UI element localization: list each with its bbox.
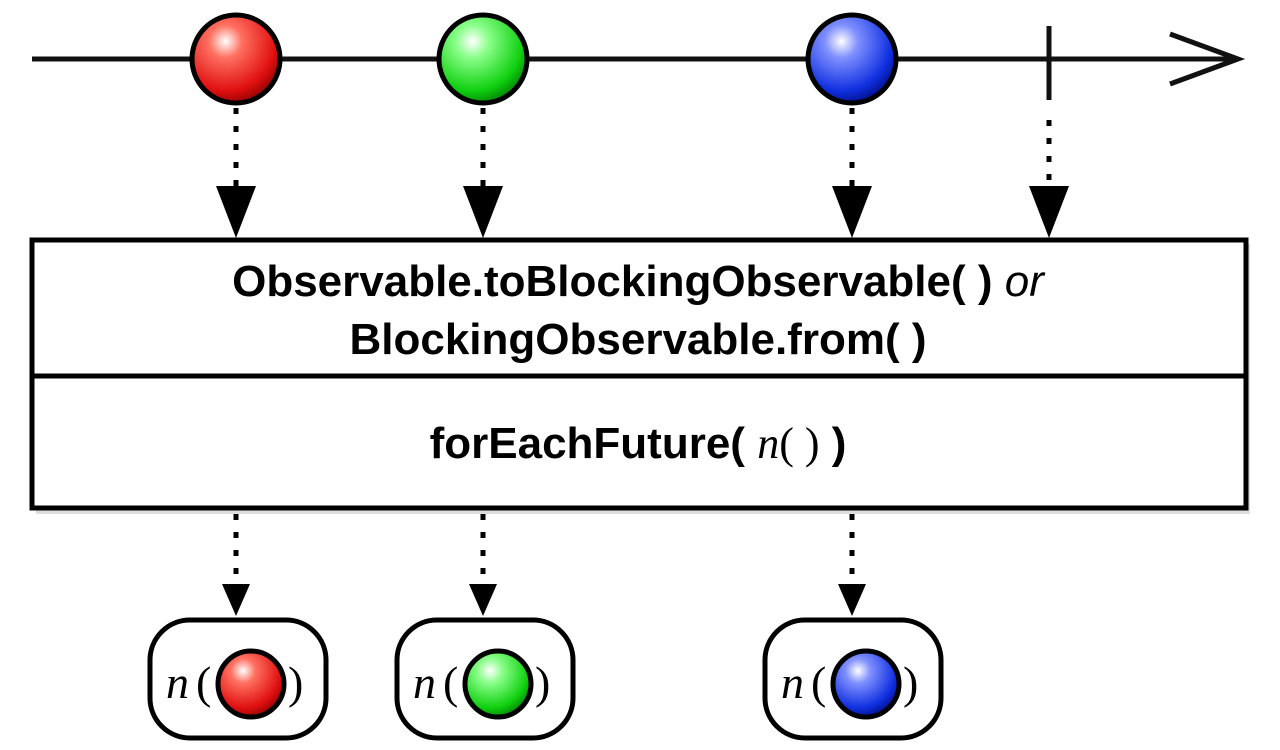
output-arrowhead-green [469,584,497,616]
result-marble-red [215,648,287,720]
input-arrowhead-complete [1029,186,1069,238]
result-open-paren: ( [443,657,458,708]
source-marble-green [436,12,530,106]
method-name: forEachFuture( [430,419,746,468]
input-arrows [233,108,1052,190]
operator-title-main: Observable.toBlockingObservable( ) [232,257,992,306]
operator-box: Observable.toBlockingObservable( ) or Bl… [29,237,1250,514]
result-green: n ( ) [394,617,576,741]
operator-title-line2: BlockingObservable.from( ) [349,315,926,364]
method-close: ) [832,419,847,468]
method-arg-parens: ( ) [779,419,819,468]
result-marble-blue [830,648,902,720]
input-arrowhead-blue [832,186,872,238]
operator-method: forEachFuture( n( ) ) [430,419,847,468]
result-open-paren: ( [196,657,211,708]
result-close-paren: ) [903,657,918,708]
input-arrowhead-red [216,186,256,238]
result-blue: n ( ) [762,617,944,741]
method-arg-n: n [757,419,779,468]
result-marble-green [462,648,534,720]
result-close-paren: ) [288,657,303,708]
operator-title-line1: Observable.toBlockingObservable( ) or [232,257,1046,306]
source-marble-blue [805,12,899,106]
output-arrows [233,514,855,588]
output-arrowhead-red [222,584,250,616]
result-open-paren: ( [811,657,826,708]
result-fn-label: n [413,657,436,708]
output-arrowhead-blue [838,584,866,616]
source-marble-red [189,12,283,106]
timeline-arrowhead [1169,31,1246,87]
result-fn-label: n [166,657,189,708]
result-fn-label: n [781,657,804,708]
operator-title-or: or [1005,257,1046,306]
result-red: n ( ) [147,617,329,741]
result-close-paren: ) [535,657,550,708]
input-arrowhead-green [463,186,503,238]
